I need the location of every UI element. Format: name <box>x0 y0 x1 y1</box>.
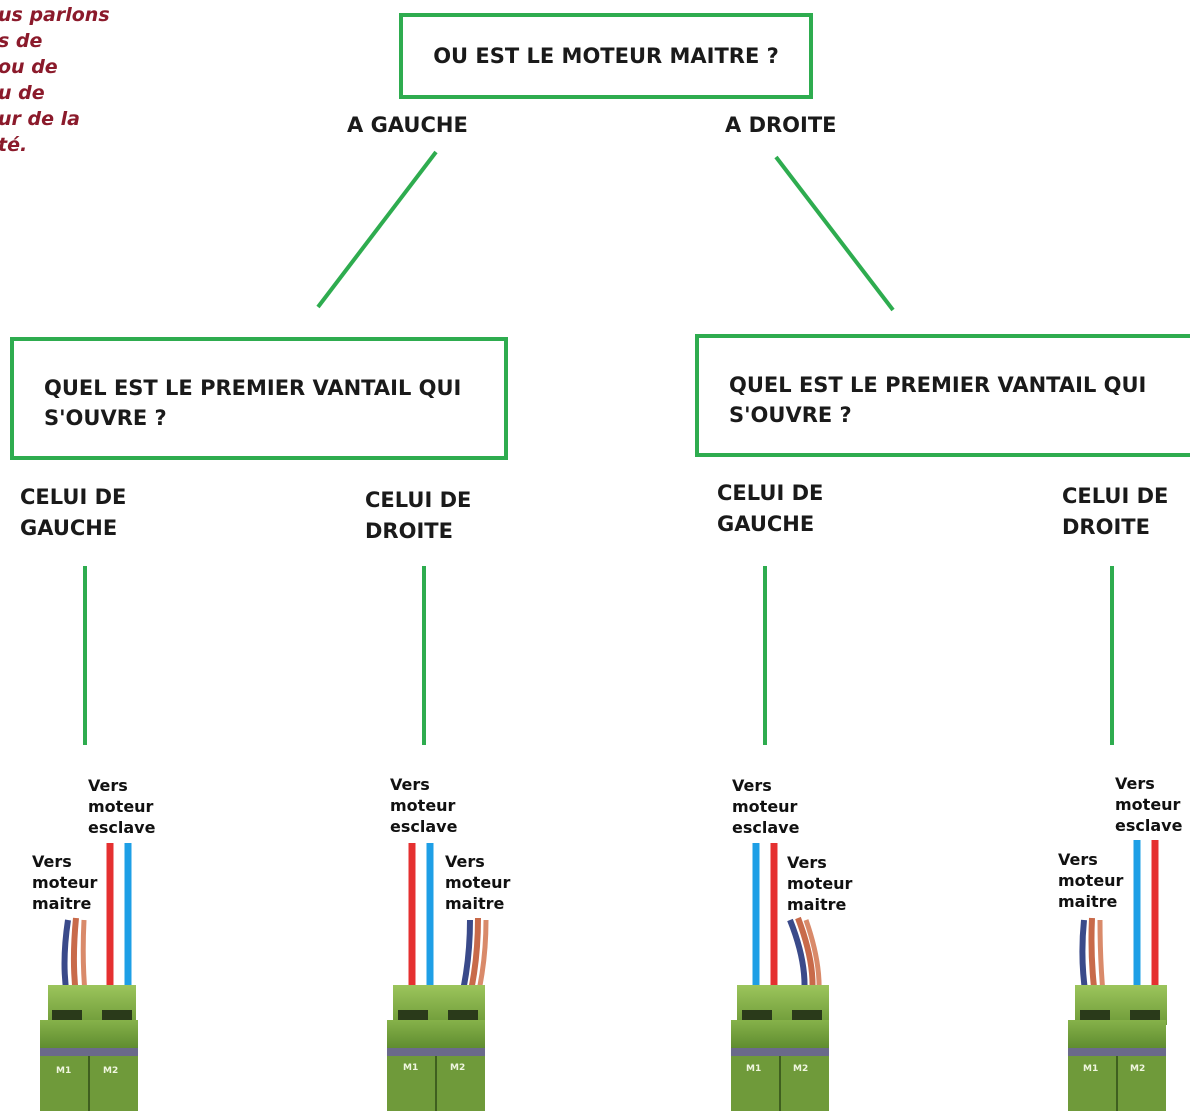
question-line: QUEL EST LE PREMIER VANTAIL QUI <box>729 373 1147 397</box>
question-box-left: QUEL EST LE PREMIER VANTAIL QUI S'OUVRE … <box>10 337 508 460</box>
terminal-label-m1: M1 <box>1083 1064 1098 1074</box>
option-label: CELUI DE GAUCHE <box>20 482 126 544</box>
slave-wire-label: Vers moteur esclave <box>1115 773 1182 836</box>
wire-label-line: moteur <box>445 873 511 892</box>
intro-line: ou de <box>0 56 58 78</box>
terminal-block-2: M1 M2 <box>387 843 489 1111</box>
wire-label-line: moteur <box>732 797 798 816</box>
slave-wire-label: Vers moteur esclave <box>88 775 155 838</box>
terminal-label-m1: M1 <box>746 1064 761 1074</box>
wire-label-line: Vers <box>1058 850 1098 869</box>
option-label: CELUI DE DROITE <box>1062 481 1168 543</box>
intro-line: u de <box>0 82 45 104</box>
wire-label-line: maitre <box>32 894 92 913</box>
wire-label-line: esclave <box>88 818 156 837</box>
option-label-line: GAUCHE <box>20 516 118 540</box>
master-wire-label: Vers moteur maitre <box>787 852 852 915</box>
wire-label-line: esclave <box>1115 816 1183 835</box>
root-question-box: OU EST LE MOTEUR MAITRE ? <box>399 13 813 99</box>
wire-label-line: Vers <box>1115 774 1155 793</box>
terminal-label-m1: M1 <box>403 1063 418 1073</box>
question-line: S'OUVRE ? <box>44 406 167 430</box>
option-label-line: DROITE <box>1062 515 1150 539</box>
question-box-right: QUEL EST LE PREMIER VANTAIL QUI S'OUVRE … <box>695 334 1190 457</box>
intro-text: us parlons s de ou de u de ur de la té. <box>0 2 128 158</box>
option-label: CELUI DE DROITE <box>365 485 471 547</box>
slave-wire-label: Vers moteur esclave <box>732 775 799 838</box>
wire-label-line: moteur <box>390 796 456 815</box>
question-line: QUEL EST LE PREMIER VANTAIL QUI <box>44 376 462 400</box>
option-label-line: CELUI DE <box>20 485 127 509</box>
intro-line: té. <box>0 134 28 156</box>
wire-label-line: moteur <box>1115 795 1181 814</box>
option-label-line: DROITE <box>365 519 453 543</box>
question-line: S'OUVRE ? <box>729 403 852 427</box>
option-label-line: CELUI DE <box>717 481 824 505</box>
wire-label-line: maitre <box>787 895 847 914</box>
terminal-label-m2: M2 <box>1130 1064 1145 1074</box>
root-question: OU EST LE MOTEUR MAITRE ? <box>433 44 779 68</box>
terminal-block-3: M1 M2 <box>731 843 829 1111</box>
master-wire-label: Vers moteur maitre <box>32 851 97 914</box>
wire-label-line: Vers <box>732 776 772 795</box>
wire-label-line: Vers <box>390 775 430 794</box>
wire-label-line: Vers <box>787 853 827 872</box>
wire-label-line: moteur <box>1058 871 1124 890</box>
branch-label-right: A DROITE <box>725 113 837 137</box>
terminal-label-m2: M2 <box>450 1063 465 1073</box>
option-label: CELUI DE GAUCHE <box>717 478 823 540</box>
option-label-line: CELUI DE <box>1062 484 1169 508</box>
wire-label-line: Vers <box>445 852 485 871</box>
wire-label-line: moteur <box>88 797 154 816</box>
intro-line: s de <box>0 30 43 52</box>
master-wire-label: Vers moteur maitre <box>445 851 510 914</box>
terminal-label-m2: M2 <box>103 1066 118 1076</box>
intro-line: ur de la <box>0 108 80 130</box>
wire-label-line: maitre <box>445 894 505 913</box>
terminal-block-1: M1 M2 <box>40 843 138 1111</box>
wire-label-line: esclave <box>390 817 458 836</box>
wire-label-line: Vers <box>88 776 128 795</box>
terminal-label-m1: M1 <box>56 1066 71 1076</box>
slave-wire-label: Vers moteur esclave <box>390 774 457 837</box>
master-wire-label: Vers moteur maitre <box>1058 849 1123 912</box>
wire-label-line: maitre <box>1058 892 1118 911</box>
option-label-line: GAUCHE <box>717 512 815 536</box>
intro-line: us parlons <box>0 4 110 26</box>
connector-right <box>774 155 895 312</box>
wire-label-line: moteur <box>787 874 853 893</box>
connector-left <box>316 150 438 309</box>
terminal-block-4: M1 M2 <box>1068 840 1167 1111</box>
wire-label-line: esclave <box>732 818 800 837</box>
wire-label-line: moteur <box>32 873 98 892</box>
terminal-label-m2: M2 <box>793 1064 808 1074</box>
option-label-line: CELUI DE <box>365 488 472 512</box>
wire-label-line: Vers <box>32 852 72 871</box>
branch-label-left: A GAUCHE <box>347 113 468 137</box>
